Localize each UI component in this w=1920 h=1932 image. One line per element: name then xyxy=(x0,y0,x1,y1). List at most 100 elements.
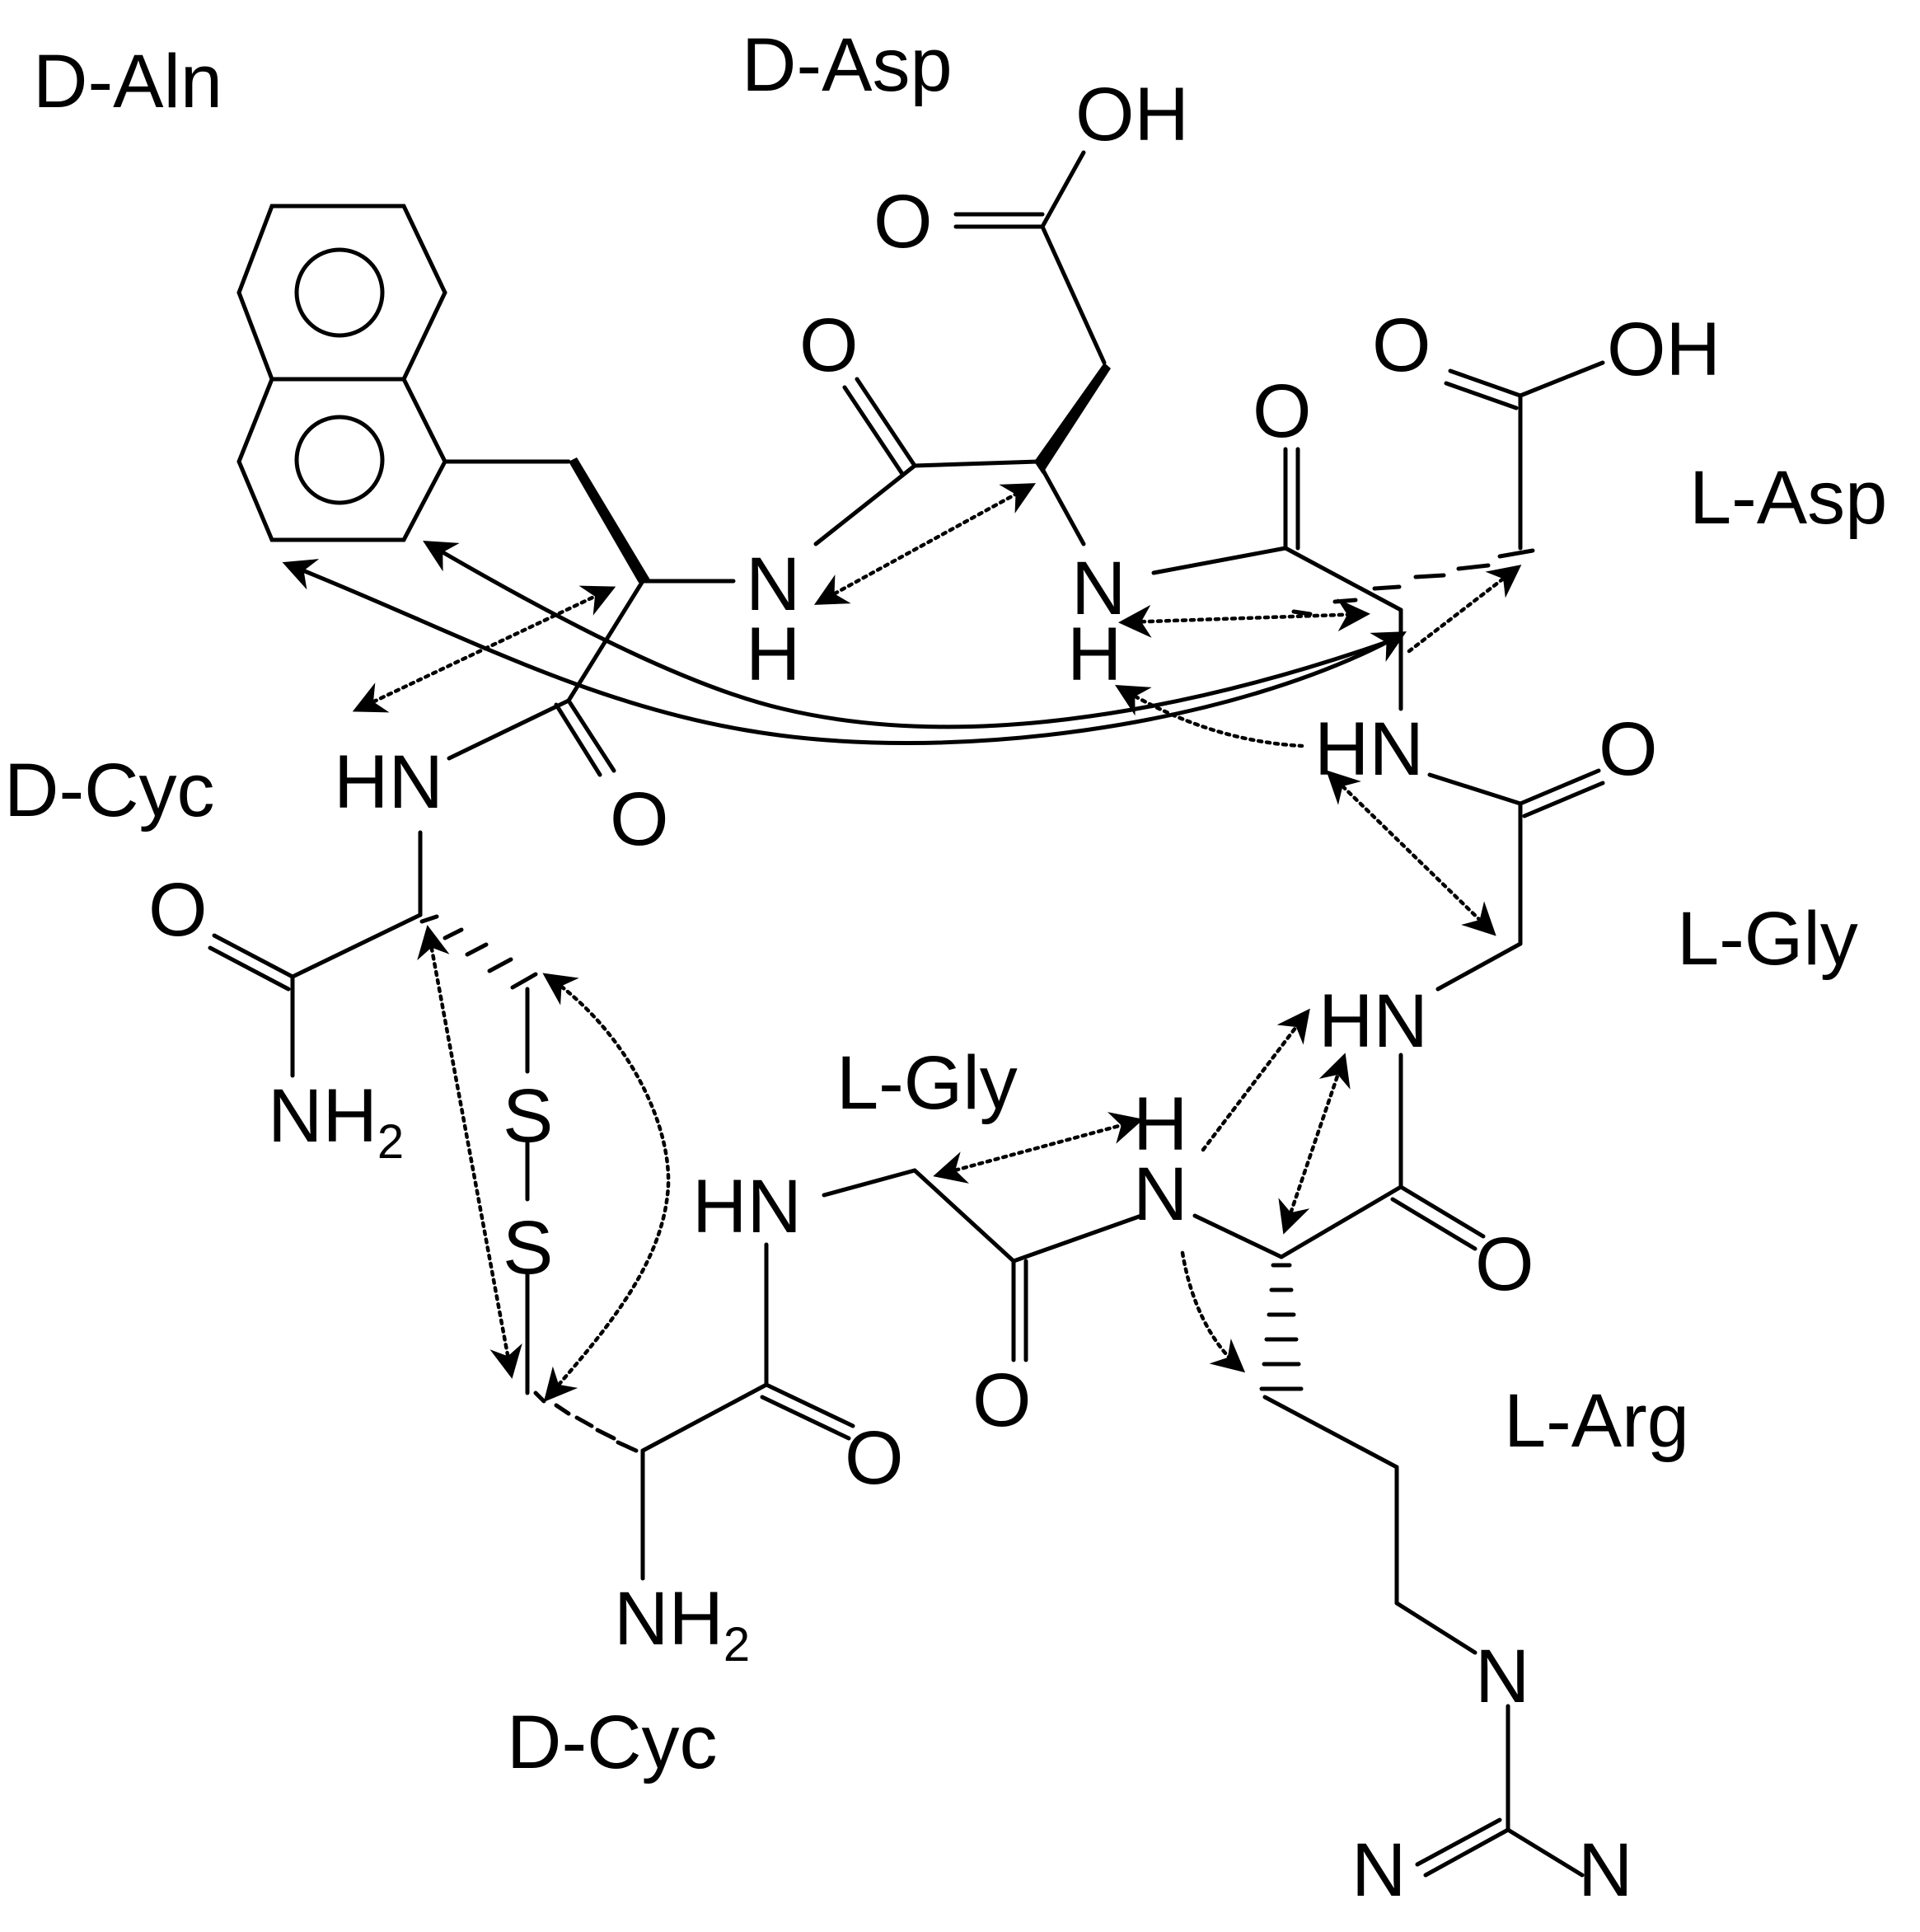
bond xyxy=(290,912,423,979)
residue-label-d-cyc-bottom: D-Cyc xyxy=(507,1700,718,1784)
bond xyxy=(1279,1184,1403,1259)
hash-bond xyxy=(533,1390,639,1453)
aromatic-circle-upper xyxy=(294,247,385,338)
residue-label-d-cyc-left: D-Cyc xyxy=(4,748,215,832)
dotted-arrow xyxy=(1115,684,1304,748)
residue-label-l-arg: L-Arg xyxy=(1504,1379,1689,1463)
wedge-bond xyxy=(569,457,651,583)
atom-o-d-asp-amide: O xyxy=(799,303,859,387)
naphthalene-ring-lower xyxy=(236,377,447,542)
residue-label-l-asp: L-Asp xyxy=(1689,456,1887,540)
bond xyxy=(1151,546,1288,575)
atom-h-l-gly-center: H xyxy=(1133,1082,1187,1166)
dotted-arrow xyxy=(933,1112,1144,1184)
dotted-arrow xyxy=(1407,565,1522,654)
atom-n-guan-right: N xyxy=(1578,1828,1632,1912)
bond xyxy=(1011,1213,1144,1264)
atom-o-l-gly-center: O xyxy=(972,1358,1032,1442)
dotted-arrow xyxy=(1278,1053,1351,1235)
bond xyxy=(842,385,905,476)
atom-o-d-cyc: O xyxy=(610,777,669,861)
atom-n-guan: N xyxy=(1475,1634,1529,1719)
atom-hn-l-asp: HN xyxy=(1314,707,1424,791)
residue-label-d-aln: D-Aln xyxy=(33,40,222,124)
bond xyxy=(1435,941,1523,992)
bond xyxy=(212,933,295,979)
dotted-arrow xyxy=(1201,1008,1310,1152)
residue-label-d-asp: D-Asp xyxy=(742,23,953,107)
atom-s-lower: S xyxy=(503,1206,553,1290)
stereo-bonds xyxy=(419,363,1535,1453)
dotted-arrow xyxy=(1118,598,1370,638)
bond xyxy=(822,1168,917,1198)
bond xyxy=(1394,1601,1477,1655)
bond xyxy=(1398,1184,1486,1239)
dotted-arrow xyxy=(813,483,1037,605)
atom-o-d-asp-acid: O xyxy=(873,180,933,264)
bond xyxy=(764,1382,855,1428)
atom-o-amide-left: O xyxy=(148,868,208,952)
atom-hn-l-gly-left: HN xyxy=(692,1165,802,1249)
naphthalene-ring-upper xyxy=(236,204,447,382)
hash-bond xyxy=(1259,1263,1304,1391)
bond xyxy=(1427,772,1523,806)
bond xyxy=(1036,459,1086,546)
bond xyxy=(640,1382,769,1453)
dotted-arrow xyxy=(1180,1250,1246,1373)
bond xyxy=(912,459,1041,468)
bond xyxy=(1518,360,1605,398)
dotted-arrow xyxy=(417,925,522,1379)
atom-n-d-aln: N xyxy=(746,542,800,626)
bond xyxy=(1444,381,1519,410)
atom-h-d-aln: H xyxy=(746,612,800,696)
bond xyxy=(1040,150,1086,229)
bond xyxy=(912,1168,1016,1264)
atom-n-l-gly-center: N xyxy=(1133,1152,1187,1236)
residue-label-l-gly-right: L-Gly xyxy=(1677,897,1858,981)
dotted-arrow xyxy=(352,585,616,713)
naphthalene-ring xyxy=(236,204,447,542)
bond xyxy=(1415,1817,1502,1867)
bond xyxy=(1192,1213,1284,1259)
solid-noe-arrows xyxy=(282,540,1407,745)
atom-oh-l-asp: OH xyxy=(1607,307,1721,392)
atom-h-d-asp: H xyxy=(1067,612,1122,696)
bond xyxy=(855,377,917,468)
bond xyxy=(447,698,571,761)
residue-labels: D-Aln D-Asp L-Asp D-Cyc L-Gly L-Gly L-Ar… xyxy=(4,23,1887,1784)
atom-n-d-asp: N xyxy=(1071,546,1126,631)
dotted-arrow xyxy=(1326,770,1496,936)
bond xyxy=(1506,1827,1585,1878)
atom-oh-top: OH xyxy=(1075,73,1189,157)
dotted-arrow xyxy=(542,973,671,1403)
bond xyxy=(760,1395,851,1441)
atom-hn-l-gly-right: HN xyxy=(1318,979,1428,1063)
atom-s-upper: S xyxy=(503,1074,553,1158)
wedge-bond xyxy=(1034,363,1111,474)
atom-o-l-asp-co: O xyxy=(1599,707,1658,791)
bond xyxy=(554,702,602,777)
atom-n-guan-left: N xyxy=(1351,1828,1406,1912)
hash-bond xyxy=(419,914,538,990)
bond xyxy=(1262,1395,1399,1470)
dotted-noe-arrows xyxy=(352,483,1522,1403)
bond xyxy=(1448,368,1523,398)
bond xyxy=(1522,781,1605,818)
atom-nh2-bottom: NH2 xyxy=(614,1577,750,1672)
atom-o-l-asp-acid: O xyxy=(1372,303,1431,387)
bond xyxy=(1518,768,1601,806)
solid-arrow xyxy=(282,559,1407,745)
bond xyxy=(208,945,291,992)
atom-o-d-cyc-bottom: O xyxy=(845,1416,904,1500)
bond xyxy=(1390,1197,1477,1251)
bond-lines xyxy=(208,150,1605,1878)
atom-labels: OH O O O OH O N H N H HN O HN O O NH2 S … xyxy=(148,73,1721,1912)
atom-hn-d-cyc: HN xyxy=(334,740,443,824)
aromatic-circle-lower xyxy=(294,415,385,505)
bond xyxy=(813,463,917,546)
bond xyxy=(1423,1827,1510,1878)
bond xyxy=(1040,224,1107,365)
residue-label-l-gly-center: L-Gly xyxy=(836,1041,1018,1125)
atom-o-l-asp-amide: O xyxy=(1253,369,1312,453)
